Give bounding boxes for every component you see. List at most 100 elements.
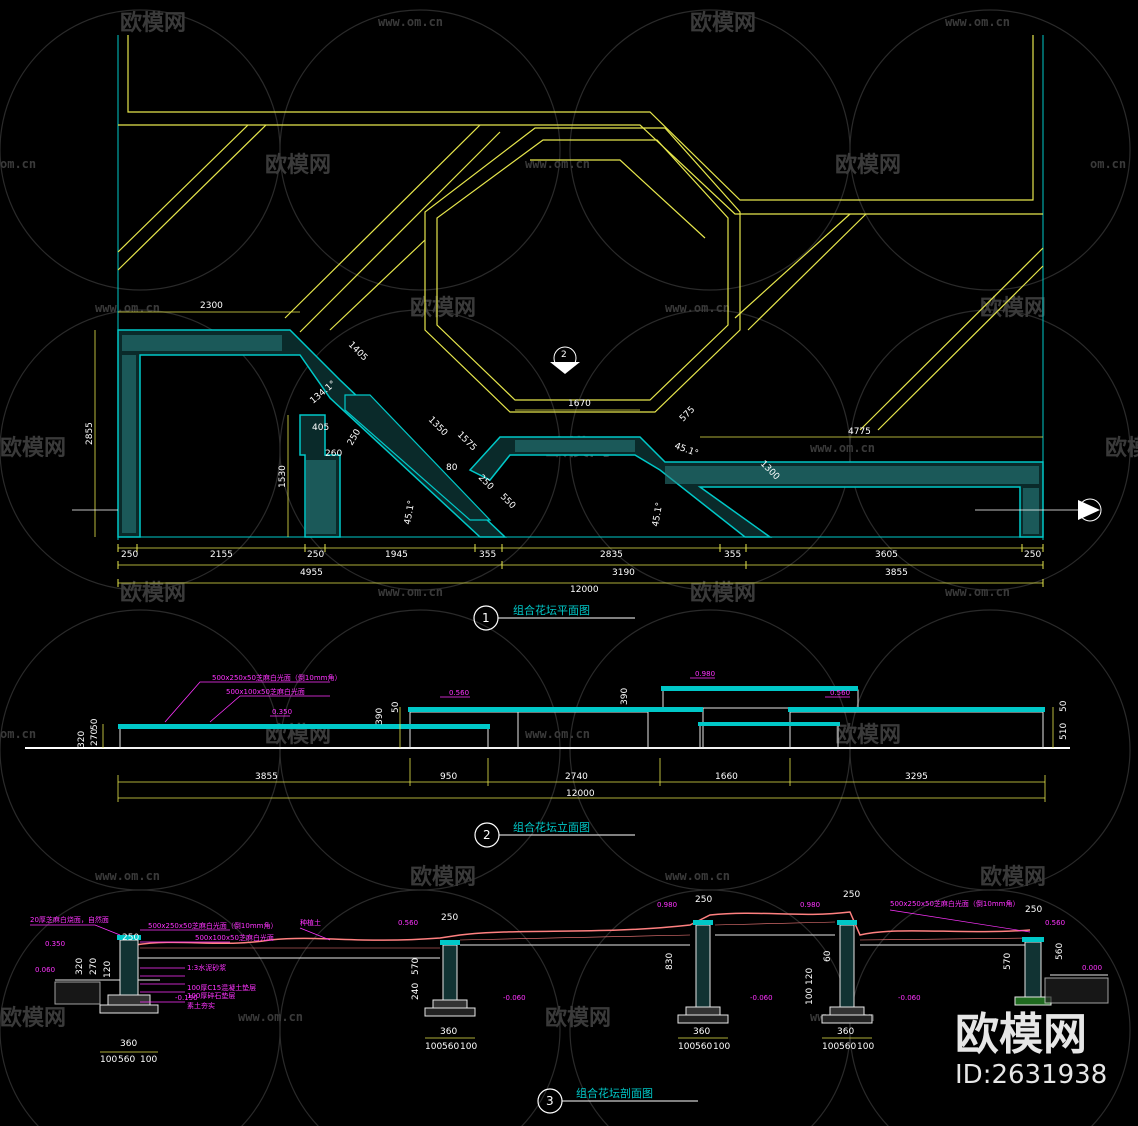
section-view: 20厚芝麻白烧面，自然面 0.350 0.060 1:3水泥砂浆 100厚C15…: [30, 890, 1109, 1114]
dim-text: 1350: [426, 415, 449, 438]
dim-text: 1670: [568, 399, 591, 409]
dim-text: 560: [442, 1042, 459, 1052]
dim-text: 250: [1024, 550, 1041, 560]
dim-text: 50: [391, 701, 401, 713]
dim-text: 45.1°: [673, 441, 699, 459]
level-mark: -0.060: [503, 994, 526, 1002]
dim-text: 100: [713, 1042, 730, 1052]
dim-text: 1660: [715, 772, 738, 782]
dim-text: 2300: [200, 301, 223, 311]
plan-view: 250 2155 250 1945 355 2835 355 3605 250 …: [72, 35, 1102, 631]
dim-text: 3605: [875, 550, 898, 560]
dim-text: 250: [346, 427, 363, 447]
section-marker-3: 3: [1078, 498, 1102, 522]
watermark-url: www.om.cn: [238, 1010, 303, 1024]
dim-text: 250: [843, 890, 860, 900]
elevation-title: 组合花坛立面图: [513, 820, 590, 834]
footing-dims-1: 360 100 560 100: [100, 1039, 158, 1065]
dim-text: 360: [120, 1039, 137, 1049]
dim-text: 1530: [278, 465, 288, 488]
level-mark: 0.350: [45, 940, 65, 948]
level-mark: 0.980: [657, 901, 677, 909]
watermark-brand: 欧模网: [0, 1005, 66, 1031]
dim-text: 360: [693, 1027, 710, 1037]
watermark-brand: 欧模网: [980, 864, 1046, 890]
planter-walls: [117, 329, 1044, 538]
section-note: 1:3水泥砂浆: [187, 963, 226, 972]
dim-text: 360: [837, 1027, 854, 1037]
level-mark: -0.060: [750, 994, 773, 1002]
watermark-url: om.cn: [0, 727, 36, 741]
dim-text: 950: [440, 772, 457, 782]
watermark-url: www.om.cn: [378, 15, 443, 29]
plan-paving-lines: [117, 35, 1044, 431]
dim-text: 250: [1025, 905, 1042, 915]
dim-text: 45.1°: [651, 502, 665, 528]
watermark-url: om.cn: [1090, 157, 1126, 171]
dim-text: 100: [140, 1055, 157, 1065]
level-mark: 0.350: [272, 708, 292, 716]
dim-text: 830: [665, 953, 675, 970]
level-mark: 0.560: [449, 689, 469, 697]
watermark-brand: 欧模网: [410, 295, 476, 321]
watermark-brand: 欧模网: [690, 580, 756, 606]
dim-text: 250: [121, 550, 138, 560]
dim-text: 45.1°: [403, 500, 417, 526]
dim-text: 240: [411, 983, 421, 1000]
marker-number: 2: [561, 350, 567, 360]
section-note: 500x250x50芝麻白光面（倒10mm角）: [148, 921, 277, 930]
watermark-brand: 欧模网: [980, 295, 1046, 321]
brand-watermark: 欧模网 ID:2631938: [955, 1010, 1107, 1091]
watermark-url: www.om.cn: [95, 869, 160, 883]
soil-hatch: [140, 921, 1031, 949]
plan-title: 组合花坛平面图: [513, 603, 590, 617]
dim-text: 1575: [455, 430, 478, 453]
dim-text: 100: [857, 1042, 874, 1052]
dim-text: 1405: [346, 340, 369, 363]
section-walls: [54, 920, 1109, 1024]
watermark-url: www.om.cn: [525, 157, 590, 171]
level-mark: -0.150: [175, 994, 198, 1002]
section-vertical-dims: 320 270 120 240 570 830 100 120 60 570 5…: [75, 943, 1065, 1005]
footing-dims-3: 360 100 560 100: [678, 1027, 730, 1052]
planter-speckle: [122, 335, 1039, 534]
elevation-title-group: 2 组合花坛立面图: [474, 820, 635, 848]
watermark-url: om.cn: [0, 157, 36, 171]
section-note: 20厚芝麻白烧面，自然面: [30, 915, 109, 924]
level-mark: 0.060: [35, 966, 55, 974]
section-title: 组合花坛剖面图: [576, 1086, 653, 1100]
dim-text: 390: [620, 688, 630, 705]
dim-text: 60: [823, 950, 833, 962]
elevation-dim-lines: [102, 707, 1054, 802]
dim-text: 12000: [566, 789, 595, 799]
elevation-view: 500x250x50芝麻白光面（倒10mm角） 500x100x50芝麻白光面 …: [25, 670, 1070, 848]
watermark-brand: 欧模网: [410, 864, 476, 890]
watermark-url: www.om.cn: [378, 585, 443, 599]
section-note: 100厚碎石垫层: [187, 991, 235, 1000]
dim-text: 250: [307, 550, 324, 560]
watermark-url: www.om.cn: [665, 869, 730, 883]
dim-text: 3190: [612, 568, 635, 578]
dim-text: 100: [100, 1055, 117, 1065]
title-number: 3: [546, 1094, 554, 1108]
watermark-url: www.om.cn: [95, 301, 160, 315]
level-mark: -0.060: [898, 994, 921, 1002]
section-note: 500x100x50芝麻白光面: [195, 933, 274, 942]
dim-text: 250: [695, 895, 712, 905]
dim-text: 260: [325, 449, 342, 459]
dim-text: 270: [89, 958, 99, 975]
section-marker-2: 2: [550, 346, 580, 374]
dim-text: 560: [695, 1042, 712, 1052]
dim-text: 80: [446, 463, 458, 473]
dim-text: 355: [724, 550, 741, 560]
level-mark: 0.980: [800, 901, 820, 909]
dim-text: 3855: [885, 568, 908, 578]
plan-title-group: 1 组合花坛平面图: [473, 603, 635, 631]
plan-dim-ticks: [117, 544, 1044, 587]
dim-text: 570: [411, 958, 421, 975]
section-note: 100厚C15混凝土垫层: [187, 983, 256, 992]
dim-text: 120: [103, 961, 113, 978]
section-ground: [55, 934, 1108, 981]
dim-text: 100: [805, 988, 815, 1005]
